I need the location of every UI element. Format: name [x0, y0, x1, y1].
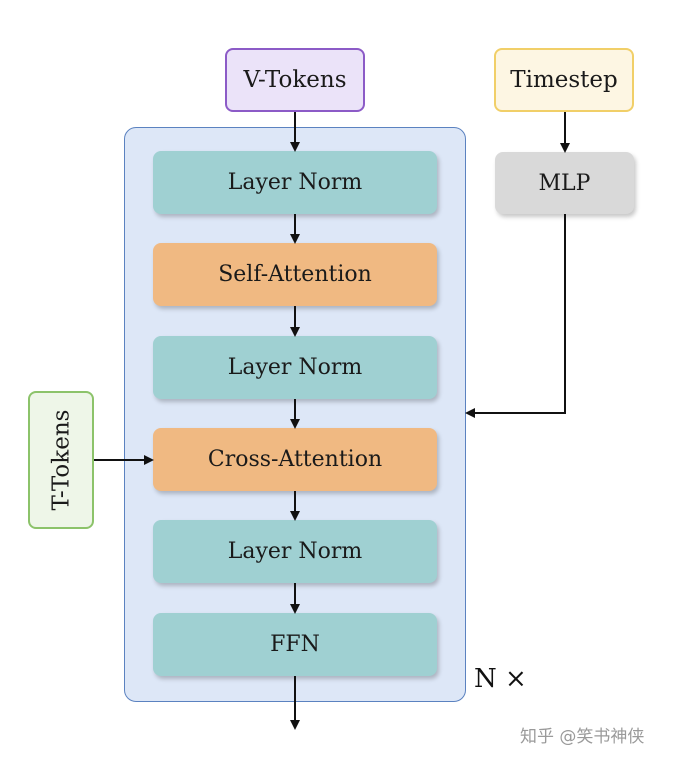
- layer-norm-1-label: Layer Norm: [227, 170, 363, 195]
- self-attention-layer: Self-Attention: [153, 243, 437, 306]
- cross-attention-layer: Cross-Attention: [153, 428, 437, 491]
- ffn-layer: FFN: [153, 613, 437, 676]
- layer-norm-3-label: Layer Norm: [227, 539, 363, 564]
- mlp-block: MLP: [495, 152, 634, 214]
- ffn-label: FFN: [270, 632, 320, 657]
- arrow-mlp-to-block: [465, 214, 566, 418]
- v-tokens-input: V-Tokens: [225, 48, 365, 112]
- v-tokens-label: V-Tokens: [243, 67, 347, 93]
- layer-norm-2: Layer Norm: [153, 336, 437, 399]
- watermark: 知乎 @笑书神侠: [520, 727, 645, 747]
- layer-norm-3: Layer Norm: [153, 520, 437, 583]
- mlp-label: MLP: [538, 170, 591, 196]
- timestep-input: Timestep: [494, 48, 634, 112]
- layer-norm-2-label: Layer Norm: [227, 355, 363, 380]
- timestep-label: Timestep: [510, 67, 618, 93]
- layer-norm-1: Layer Norm: [153, 151, 437, 214]
- t-tokens-input: T-Tokens: [28, 391, 94, 529]
- repeat-count-label: N ×: [474, 664, 527, 694]
- self-attention-label: Self-Attention: [218, 262, 372, 287]
- cross-attention-label: Cross-Attention: [207, 447, 383, 472]
